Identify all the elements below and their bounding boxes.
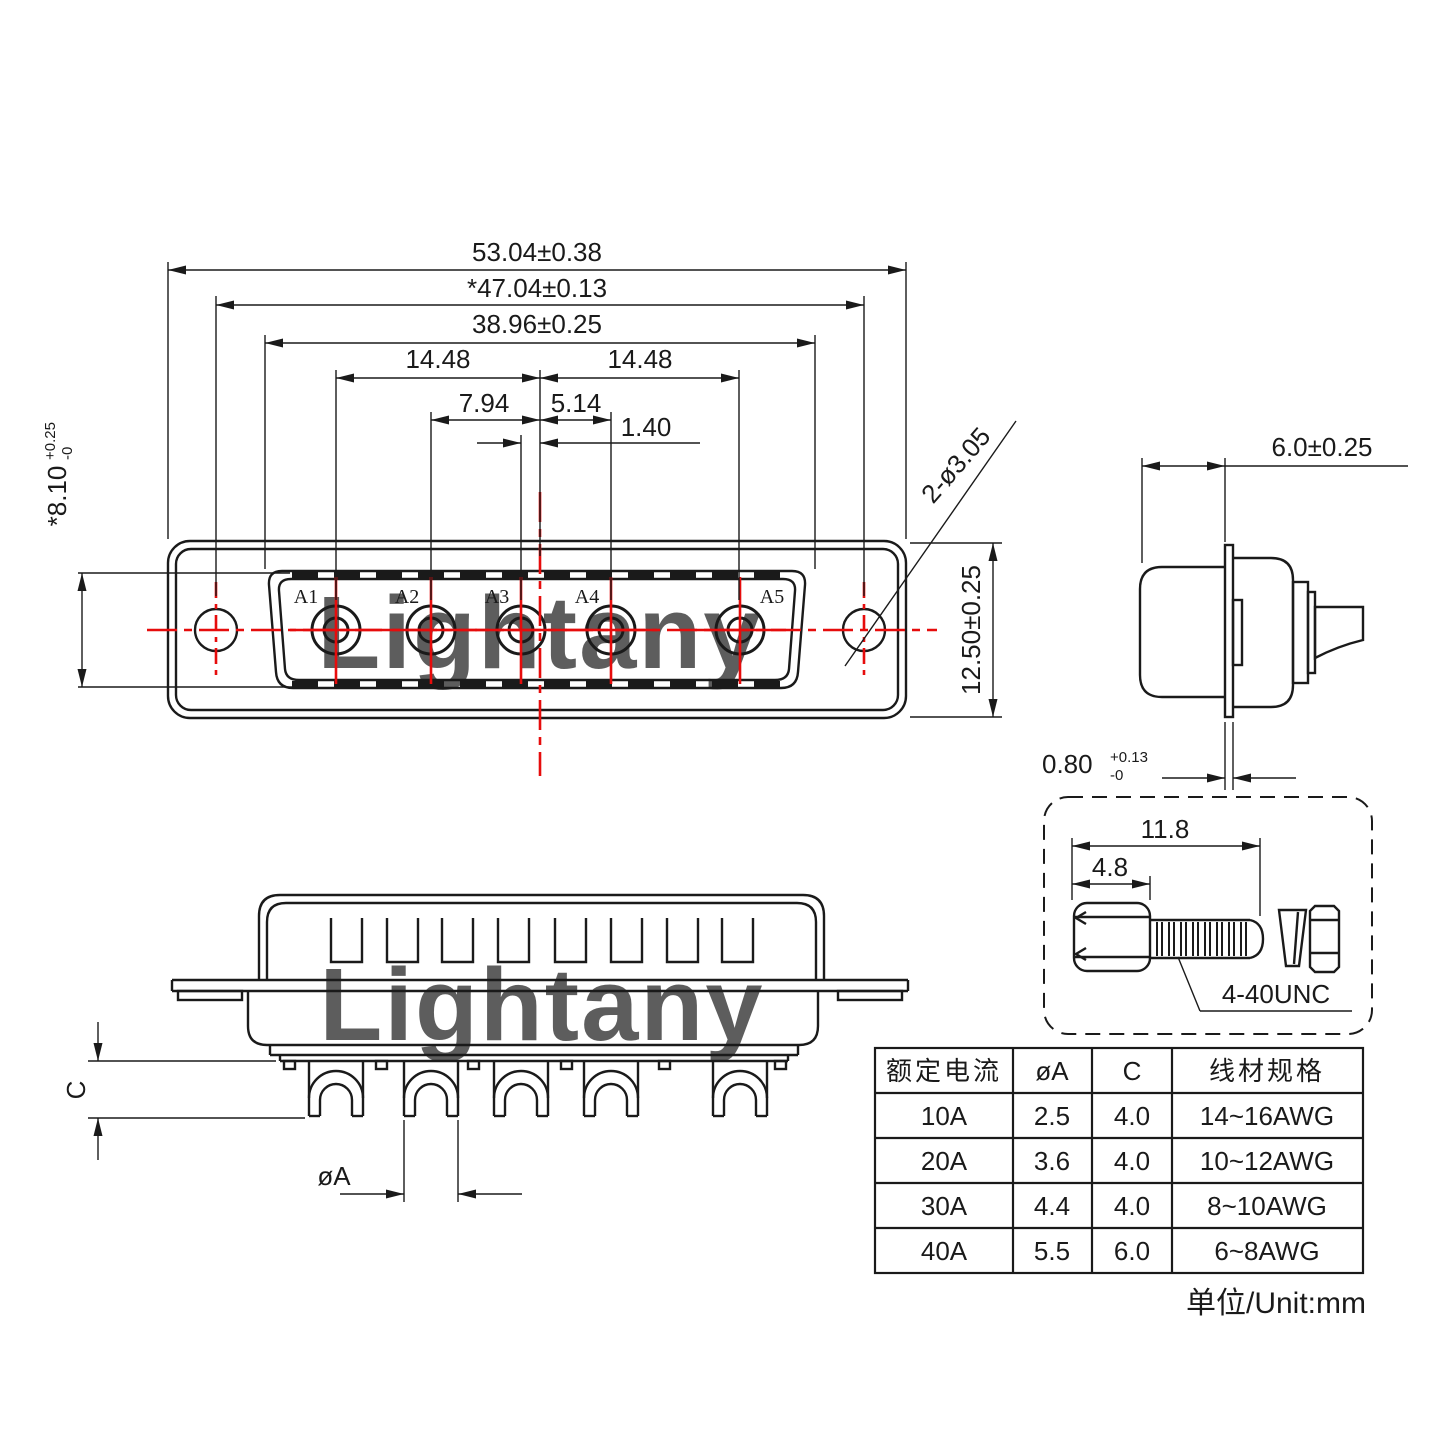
th-diameter-a: øA [1035, 1056, 1069, 1086]
front-view: A1 A2 A3 A4 A5 [147, 492, 937, 776]
dim-opening-height: *8.10 +0.25 -0 [42, 422, 76, 526]
dim-a3-offset: 1.40 [621, 412, 672, 442]
cell-r3c1: 5.5 [1034, 1236, 1070, 1266]
dim-width-opening: 38.96±0.25 [472, 309, 602, 339]
svg-text:-0: -0 [1110, 767, 1123, 784]
terminal-4 [582, 1061, 640, 1118]
side-step-1 [1291, 580, 1310, 685]
d-opening-outer [267, 569, 807, 690]
watermark-text-bottom: Lightany [319, 947, 764, 1062]
screw-head [1072, 901, 1152, 973]
bottom-body-plates [268, 1045, 800, 1071]
svg-text:C: C [61, 1081, 91, 1100]
dim-screw-head-length: 4.8 [1092, 852, 1128, 882]
cell-r2c0: 30A [921, 1191, 968, 1221]
nut-part [1308, 904, 1341, 974]
cell-r1c0: 20A [921, 1146, 968, 1176]
solder-terminals [307, 1061, 769, 1118]
screw-thread [1150, 918, 1265, 960]
contact-label-a1: A1 [294, 586, 318, 608]
screw-head-chamfer-bottom [1073, 946, 1087, 962]
bottom-view: C øA [61, 893, 910, 1202]
dim-tail-length: C [61, 1081, 91, 1100]
svg-text:+0.13: +0.13 [1110, 749, 1148, 766]
detail-box-border [1043, 796, 1373, 1035]
svg-text:2-ø3.05: 2-ø3.05 [915, 421, 996, 508]
dim-front-depth: 6.0±0.25 [1271, 432, 1372, 462]
spec-table-text: 额定电流 øA C 线材规格 10A 2.5 4.0 14~16AWG 20A … [886, 1056, 1334, 1266]
cell-r0c1: 2.5 [1034, 1101, 1070, 1131]
contact-label-a5: A5 [760, 586, 784, 608]
side-view: 6.0±0.25 0.80 +0.13 -0 [1042, 432, 1408, 790]
dim-a2-offset: 7.94 [459, 388, 510, 418]
terminal-1 [307, 1061, 365, 1118]
bottom-shell-outer [257, 893, 826, 980]
dim-width-mounting: *47.04±0.13 [467, 273, 607, 303]
terminal-5 [711, 1061, 769, 1118]
thread-spec-label: 4-40UNC [1222, 979, 1330, 1009]
dim-screw-total-length: 11.8 [1141, 814, 1190, 844]
cell-r0c3: 14~16AWG [1200, 1101, 1334, 1131]
svg-text:0.80: 0.80 [1042, 749, 1093, 779]
cell-r2c1: 4.4 [1034, 1191, 1070, 1221]
svg-text:*8.10: *8.10 [42, 466, 72, 527]
th-wire-spec: 线材规格 [1209, 1056, 1325, 1086]
svg-text:+0.25: +0.25 [42, 422, 59, 460]
terminal-2 [402, 1061, 460, 1118]
contact-label-a3: A3 [485, 586, 509, 608]
dim-tail-diameter: øA [317, 1161, 351, 1191]
cell-r1c1: 3.6 [1034, 1146, 1070, 1176]
cell-r3c3: 6~8AWG [1214, 1236, 1319, 1266]
contact-labels: A1 A2 A3 A4 A5 [294, 586, 784, 608]
dim-flange-height: 12.50±0.25 [956, 565, 986, 695]
svg-text:-0: -0 [59, 447, 76, 460]
cell-r1c2: 4.0 [1114, 1146, 1150, 1176]
dim-width-outer: 53.04±0.38 [472, 237, 602, 267]
pin-slots [329, 918, 755, 964]
cell-r3c0: 40A [921, 1236, 968, 1266]
wedge-part [1277, 908, 1308, 968]
contact-label-a4: A4 [575, 586, 599, 608]
bottom-body [246, 991, 820, 1047]
spec-table: 额定电流 øA C 线材规格 10A 2.5 4.0 14~16AWG 20A … [873, 1046, 1366, 1320]
cell-r3c2: 6.0 [1114, 1236, 1150, 1266]
side-front-shell [1138, 565, 1225, 699]
dim-a4-offset: 5.14 [551, 388, 602, 418]
terminal-3 [492, 1061, 550, 1118]
side-terminal-tail [1313, 605, 1365, 660]
dim-pitch-left: 14.48 [405, 344, 470, 374]
cell-r0c2: 4.0 [1114, 1101, 1150, 1131]
dim-pitch-right: 14.48 [607, 344, 672, 374]
dim-flange-thickness: 0.80 +0.13 -0 [1042, 749, 1148, 784]
watermark-layer: Lightany Lightany [317, 575, 764, 1062]
th-rated-current: 额定电流 [886, 1056, 1002, 1086]
screw-head-chamfer-top [1073, 910, 1087, 926]
side-body-detail [1231, 598, 1244, 667]
dim-mounting-holes: 2-ø3.05 [915, 421, 996, 508]
bottom-shell-inner [265, 901, 818, 980]
centerlines [147, 492, 937, 776]
screw-detail-box: 11.8 4.8 4-40UNC [1043, 796, 1373, 1035]
cell-r1c3: 10~12AWG [1200, 1146, 1334, 1176]
svg-text:12.50±0.25: 12.50±0.25 [956, 565, 986, 695]
d-opening-inner [277, 577, 797, 682]
cell-r2c2: 4.0 [1114, 1191, 1150, 1221]
bottom-flange [170, 978, 910, 1002]
th-c: C [1123, 1056, 1142, 1086]
cell-r0c0: 10A [921, 1101, 968, 1131]
unit-note: 单位/Unit:mm [1186, 1287, 1366, 1320]
contact-label-a2: A2 [395, 586, 419, 608]
cell-r2c3: 8~10AWG [1207, 1191, 1327, 1221]
